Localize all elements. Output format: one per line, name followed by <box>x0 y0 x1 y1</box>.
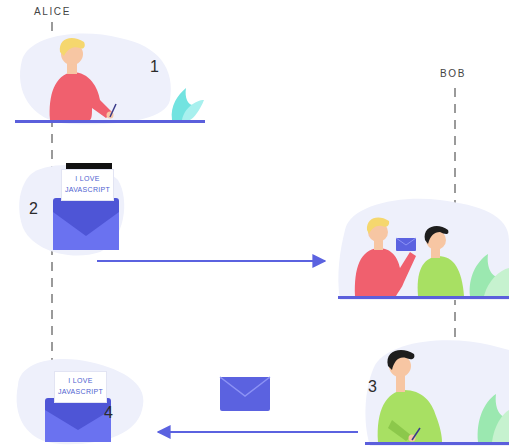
lane-title: ALICE <box>34 6 71 17</box>
envelope-part <box>53 198 119 250</box>
background-blob-part <box>19 165 124 256</box>
arrow-part <box>158 431 358 433</box>
envelope-part <box>220 377 270 396</box>
bob-meeting-part <box>355 248 416 296</box>
callout-number: 4 <box>104 404 113 422</box>
bob-writing-part <box>412 428 420 440</box>
letter-paper: I LOVE JAVASCRIPT <box>62 170 113 200</box>
alice-at-desk-part <box>15 120 205 123</box>
background-blob-part <box>20 34 171 125</box>
bob-writing-part <box>365 442 509 445</box>
envelope <box>45 372 111 442</box>
bob-meeting-part <box>338 296 509 299</box>
bob-meeting <box>338 218 509 299</box>
alice-at-desk-part <box>182 100 204 120</box>
envelope-part <box>45 410 111 442</box>
envelope-part <box>53 212 119 250</box>
bob-writing-part <box>378 390 442 442</box>
bob-writing <box>365 350 509 445</box>
bob-writing-part <box>388 420 412 441</box>
bob-meeting-part <box>484 268 509 296</box>
bob-writing-part <box>492 410 509 442</box>
background-blob-part <box>338 199 509 300</box>
background-blob <box>17 34 509 446</box>
bob-meeting-part <box>418 256 464 296</box>
callout-number: 3 <box>368 378 377 396</box>
background-blob-part <box>365 340 509 446</box>
envelope-part <box>45 398 111 442</box>
bob-meeting-part <box>367 218 389 234</box>
alice-at-desk-part <box>110 104 116 117</box>
background-blob-part <box>17 359 144 444</box>
arrow <box>97 261 358 432</box>
letter-paper: I LOVE JAVASCRIPT <box>55 372 106 402</box>
lane-title: BOB <box>440 68 466 79</box>
alice-at-desk-part <box>50 72 112 120</box>
callout-number: 2 <box>29 200 38 218</box>
bob-meeting-part <box>396 238 416 245</box>
envelope <box>53 163 119 250</box>
letter-text: I LOVE JAVASCRIPT <box>64 173 111 195</box>
envelope <box>220 377 270 411</box>
callout-number: 1 <box>150 58 159 76</box>
alice-at-desk-part <box>60 38 85 56</box>
envelope-part <box>220 377 270 411</box>
bob-writing-part <box>478 394 509 442</box>
bob-meeting-part <box>396 238 416 251</box>
alice-at-desk <box>15 38 205 123</box>
arrow-part <box>97 260 325 262</box>
bob-writing-part <box>387 350 414 370</box>
letter-text: I LOVE JAVASCRIPT <box>57 375 104 397</box>
bob-meeting-part <box>425 226 449 244</box>
